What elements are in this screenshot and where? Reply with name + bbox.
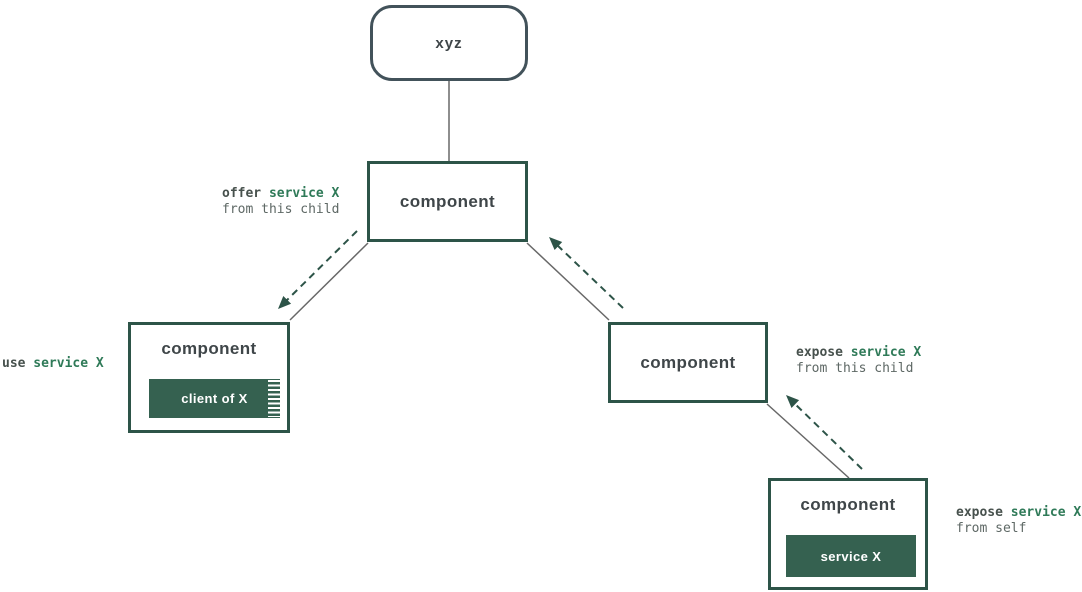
node-component-top: component [367,161,528,242]
node-component-left: component client of X [128,322,290,433]
offer-arrowhead [278,296,292,309]
node-component-right-label: component [640,352,736,372]
edge-top-right-solid [526,242,610,321]
edge-top-left-solid [289,242,369,321]
expose-child-arrowhead [549,237,563,250]
offer-arrow-line [284,230,358,303]
client-of-x-label: client of X [181,391,248,406]
service-x-label: service X [820,548,882,564]
expose-self-arrowhead [786,395,800,408]
expose-self-arrow-line [792,401,863,470]
client-connector-teeth-icon [268,380,280,417]
node-component-bottom-label: component [800,495,896,514]
expose-child-arrow-line [555,243,624,309]
node-component-top-label: component [399,191,496,211]
annotation-expose-self-detail: from self [956,521,1027,536]
service-x-box: service X [786,535,916,577]
node-component-left-label: component [161,339,257,358]
node-component-right: component [608,322,768,403]
client-of-x-box: client of X [149,379,280,418]
node-xyz-label: xyz [435,34,463,52]
node-component-bottom: component service X [768,478,928,590]
annotation-offer-detail: from this child [222,202,340,217]
annotation-expose-child-detail: from this child [796,361,914,376]
node-xyz: xyz [370,5,528,81]
edge-right-bottom-solid [766,403,850,479]
